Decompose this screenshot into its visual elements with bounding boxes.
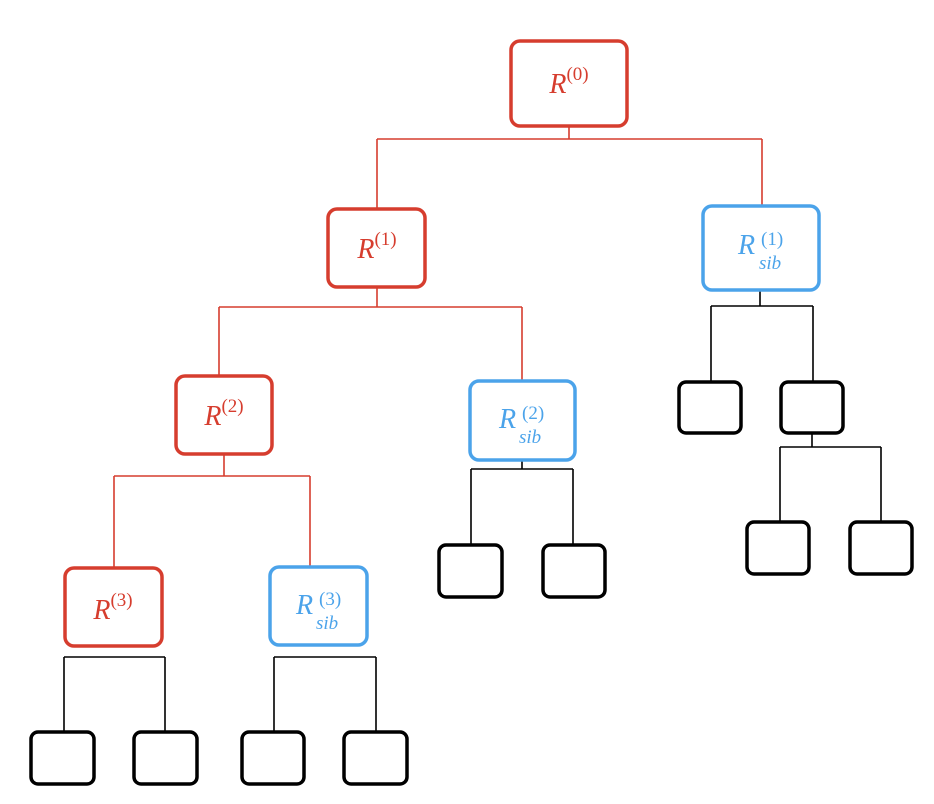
svg-text:R(2): R(2) — [203, 396, 243, 432]
node-r3: R(3) — [63, 566, 164, 648]
node-label-base: R — [356, 234, 374, 265]
node-label-sup: (2) — [522, 403, 544, 424]
leaf-node — [437, 543, 504, 599]
node-label-base: R — [203, 401, 221, 432]
node-label-base: R — [295, 590, 313, 621]
node-label-sup: (1) — [374, 229, 396, 250]
node-label-sub: sib — [759, 253, 781, 274]
node-rsib1: R (1) sib — [701, 204, 821, 292]
leaf-node — [745, 520, 811, 576]
node-label-sup: (3) — [319, 589, 341, 610]
node-r0: R(0) — [509, 39, 629, 128]
connector-r0 — [376, 127, 763, 208]
leaf-boxes — [29, 380, 914, 786]
connector-rsib2 — [470, 461, 574, 545]
svg-text:R(0): R(0) — [548, 64, 588, 100]
node-label-base: R — [548, 69, 566, 100]
leaf-node — [342, 730, 409, 786]
leaf-node — [848, 520, 914, 576]
leaf-node — [240, 730, 306, 786]
node-label-base: R — [498, 404, 516, 435]
connector-r3 — [63, 656, 166, 732]
node-rsib2: R (2) sib — [468, 379, 577, 462]
svg-text:R(3): R(3) — [92, 590, 132, 626]
path-connectors — [113, 127, 763, 567]
leaf-node — [677, 380, 743, 435]
connector-leaf-r1b — [779, 434, 882, 522]
node-r1: R(1) — [326, 207, 427, 289]
leaf-node — [132, 730, 199, 786]
connector-r1 — [218, 288, 523, 380]
node-r2: R(2) — [174, 374, 274, 456]
subtree-connectors — [63, 290, 882, 732]
svg-text:R(1): R(1) — [356, 229, 396, 265]
node-label-sup: (1) — [761, 229, 783, 250]
node-label-sub: sib — [519, 427, 541, 448]
connector-r2 — [113, 455, 311, 567]
connector-rsib3 — [273, 656, 377, 732]
node-label-sup: (2) — [221, 396, 243, 417]
leaf-node — [779, 380, 845, 435]
node-label-base: R — [92, 595, 110, 626]
node-label-sup: (3) — [110, 590, 132, 611]
node-label-sub: sib — [316, 613, 338, 634]
leaf-node — [541, 543, 607, 599]
node-label-sup: (0) — [566, 64, 588, 85]
node-label-base: R — [737, 230, 755, 261]
node-rsib3: R (3) sib — [268, 565, 369, 647]
leaf-node — [29, 730, 96, 786]
connector-rsib1 — [710, 290, 814, 382]
